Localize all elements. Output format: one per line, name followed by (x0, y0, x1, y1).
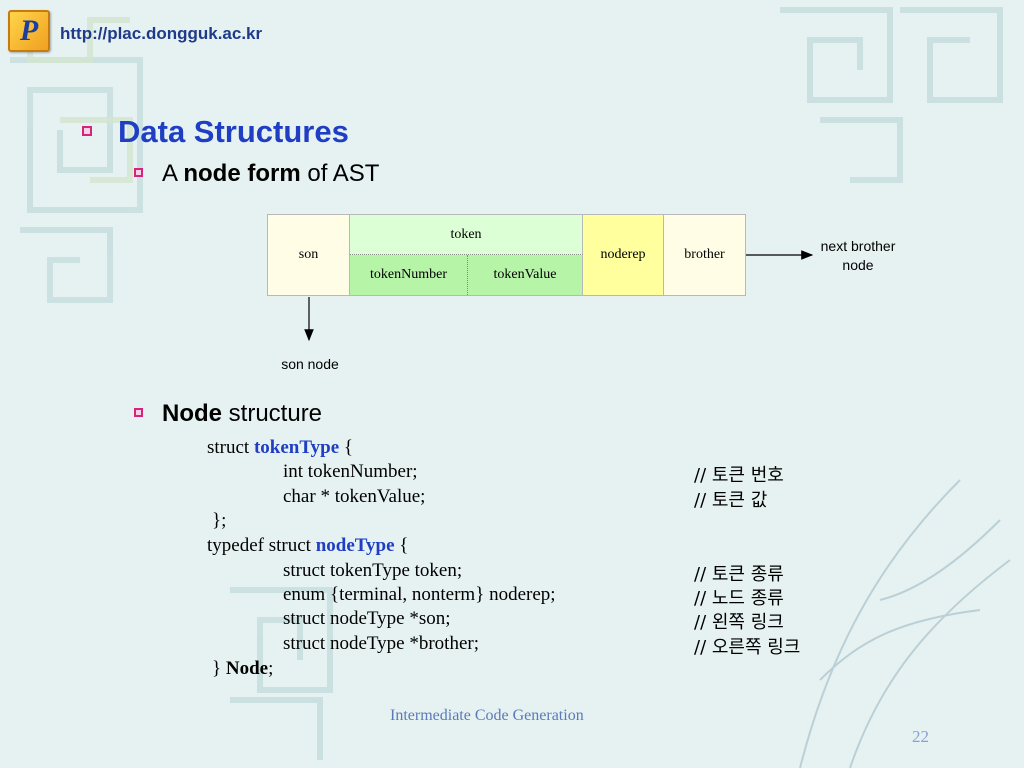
code-line: typedef struct nodeType { (207, 534, 408, 558)
code-text: typedef struct (207, 535, 316, 556)
code-line: } Node; (212, 657, 273, 681)
code-comment: // 왼쪽 링크 (694, 612, 784, 633)
token-cell: token (350, 215, 583, 255)
slide-footer: Intermediate Code Generation (390, 707, 584, 724)
logo-letter: P (19, 14, 39, 47)
page-number: 22 (912, 727, 929, 746)
code-comment: // 토큰 값 (694, 490, 768, 511)
subtitle: A node form of AST (162, 160, 379, 188)
son-cell: son (268, 215, 350, 295)
code-line: char * tokenValue; (283, 486, 426, 507)
header-url[interactable]: http://plac.dongguk.ac.kr (60, 24, 263, 43)
subtitle-prefix: A (162, 160, 184, 187)
code-text: struct (207, 437, 254, 458)
subtitle-bold: node form (183, 160, 301, 187)
son-node-label: son node (281, 356, 339, 372)
bullet-icon (82, 126, 92, 136)
slide-title: Data Structures (118, 114, 349, 149)
token-number-cell: tokenNumber (350, 255, 468, 295)
code-line: enum {terminal, nonterm} noderep; (283, 584, 556, 605)
code-line: struct nodeType *son; (283, 608, 451, 629)
code-text: } (212, 658, 226, 679)
bullet-icon (134, 408, 143, 417)
code-comment: // 토큰 종류 (694, 564, 784, 585)
section-rest: structure (222, 400, 323, 427)
section-heading: Node structure (162, 400, 322, 428)
section-bold: Node (162, 400, 222, 427)
code-text: { (394, 535, 409, 556)
next-brother-label: next brother node (820, 238, 896, 273)
noderep-cell: noderep (583, 215, 664, 295)
token-value-cell: tokenValue (468, 255, 583, 295)
code-line: }; (212, 510, 227, 531)
code-keyword: tokenType (253, 437, 340, 458)
bullet-icon (134, 168, 143, 177)
code-line: int tokenNumber; (283, 461, 418, 482)
logo: P (8, 10, 50, 52)
code-line: struct nodeType *brother; (283, 633, 480, 654)
code-comment: // 노드 종류 (694, 588, 784, 609)
node-form-diagram: son token tokenNumber tokenValue noderep… (267, 214, 746, 296)
subtitle-suffix: of AST (300, 160, 380, 187)
brother-cell: brother (664, 215, 745, 295)
code-line: struct tokenType token; (283, 560, 463, 581)
code-text: ; (268, 658, 274, 679)
code-text: { (339, 437, 354, 458)
code-line: struct tokenType { (207, 436, 353, 460)
code-comment: // 오른쪽 링크 (694, 637, 801, 658)
code-keyword: nodeType (315, 535, 395, 556)
code-keyword: Node (225, 658, 269, 679)
code-comment: // 토큰 번호 (694, 465, 784, 486)
